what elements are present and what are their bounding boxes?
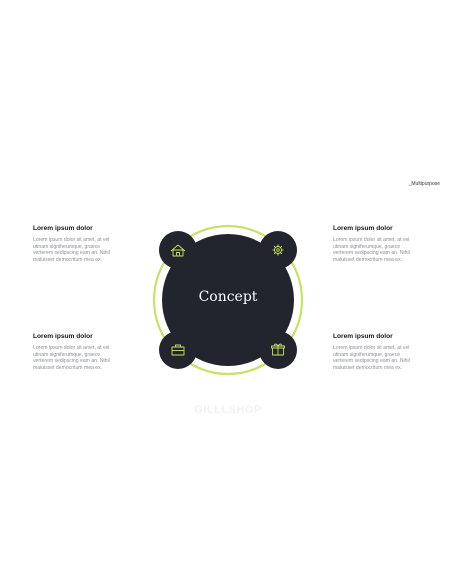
gift-icon [271, 343, 285, 356]
center-label: Concept [198, 289, 258, 305]
accent-ring [152, 224, 304, 376]
node-bottom-left [159, 331, 197, 369]
text-block-top-right: Lorem ipsum dolor Lorem ipsum dolor sit … [333, 225, 431, 263]
block-title: Lorem ipsum dolor [333, 333, 393, 340]
briefcase-icon [171, 344, 185, 356]
block-text: Lorem ipsum dolor sit amet, at vel utina… [33, 345, 110, 371]
block-text: Lorem ipsum dolor sit amet, at vel utina… [333, 345, 410, 371]
home-icon [170, 244, 186, 257]
text-block-top-left: Lorem ipsum dolor Lorem ipsum dolor sit … [33, 225, 131, 263]
node-top-right [259, 231, 297, 269]
brand-label: _Multipurpose [408, 181, 440, 187]
block-text: Lorem ipsum dolor sit amet, at vel utina… [333, 237, 410, 263]
gear-icon [272, 244, 284, 256]
text-block-bottom-left: Lorem ipsum dolor Lorem ipsum dolor sit … [33, 333, 131, 371]
block-text: Lorem ipsum dolor sit amet, at vel utina… [33, 237, 110, 263]
center-circle [162, 234, 294, 366]
text-block-bottom-right: Lorem ipsum dolor Lorem ipsum dolor sit … [333, 333, 431, 371]
block-title: Lorem ipsum dolor [33, 225, 93, 232]
block-title: Lorem ipsum dolor [333, 225, 393, 232]
watermark-text: GILLLSHOP [194, 404, 262, 416]
block-title: Lorem ipsum dolor [33, 333, 93, 340]
